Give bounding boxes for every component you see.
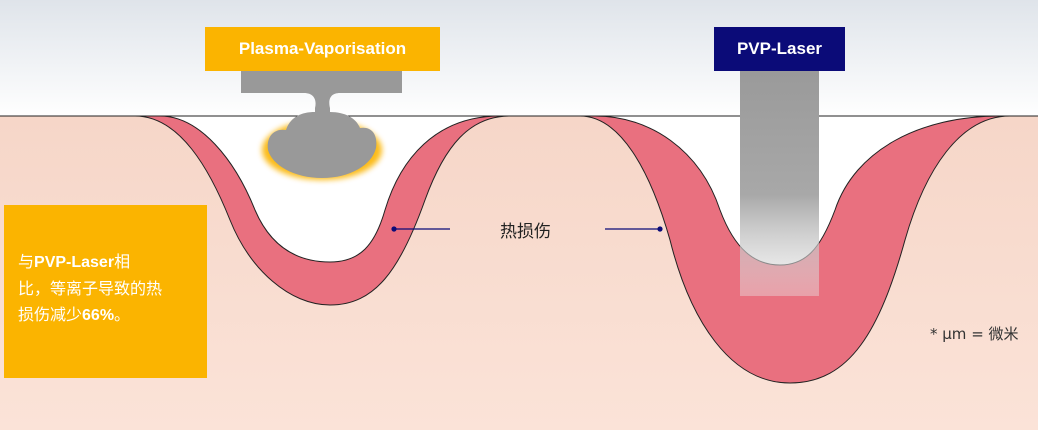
thermal-damage-pointers xyxy=(391,226,663,232)
unit-footnote: * μm = 微米 xyxy=(930,325,1019,343)
plasma-vaporisation-label: Plasma-Vaporisation xyxy=(205,27,440,71)
info-line1-rest: 相 xyxy=(114,252,131,271)
pvp-laser-label: PVP-Laser xyxy=(714,27,845,71)
info-line2: 比，等离子导致的热 xyxy=(18,279,163,298)
info-percent: 66% xyxy=(82,307,115,324)
thermal-damage-label: 热损伤 xyxy=(500,222,551,242)
crater-plasma xyxy=(159,115,501,263)
info-line3-end: 。 xyxy=(114,305,131,324)
info-line3-start: 损伤减少 xyxy=(18,305,83,324)
laser-beam xyxy=(740,71,819,296)
comparison-info-box: 与PVP-Laser相 比，等离子导致的热 损伤减少66%。 xyxy=(4,205,207,378)
sky-background xyxy=(0,0,1038,118)
info-brand: PVP-Laser xyxy=(34,254,115,271)
plasma-electrode xyxy=(241,71,402,180)
info-prefix: 与 xyxy=(18,252,35,271)
